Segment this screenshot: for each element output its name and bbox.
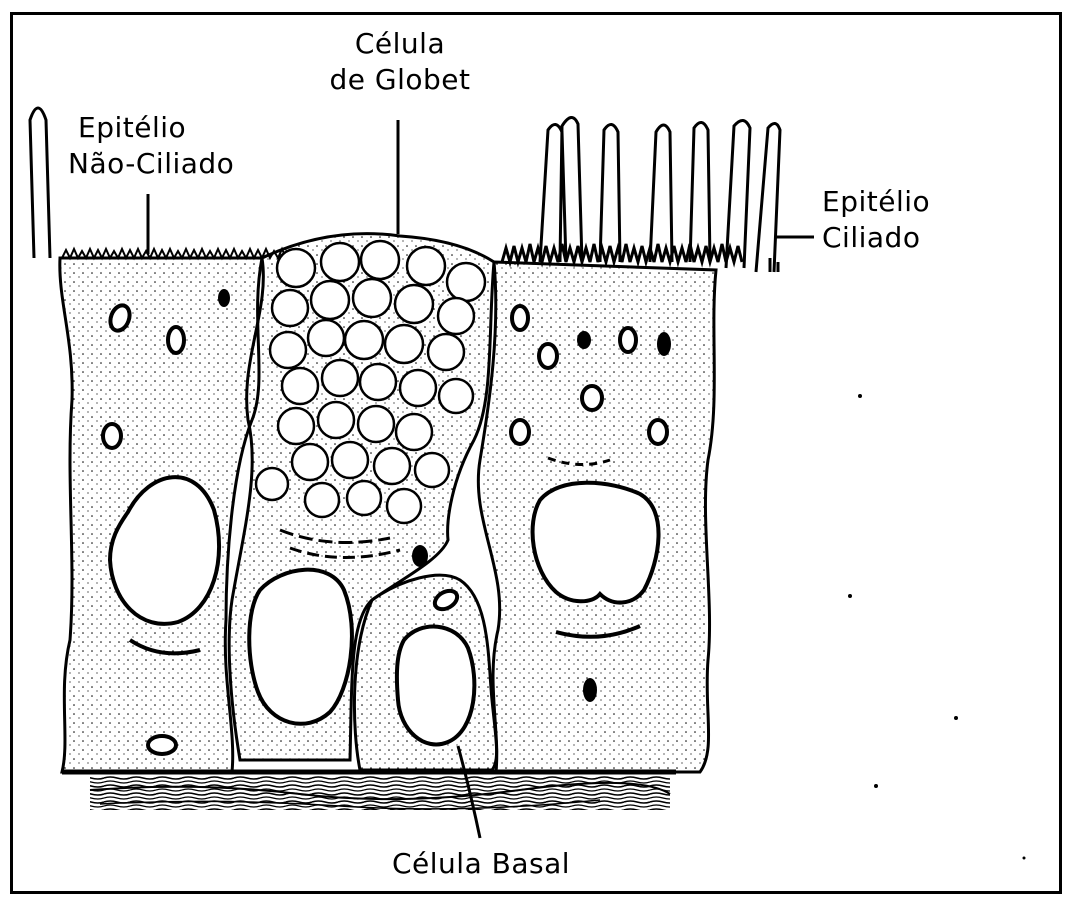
goblet-label-line1: Célula (300, 26, 500, 62)
ciliated-epithelium-label: Epitélio Ciliado (822, 184, 930, 256)
goblet-cell-label: Célula de Globet (300, 26, 500, 98)
basement-membrane (62, 772, 676, 810)
basal-label-text: Célula Basal (392, 847, 570, 880)
ciliated-label-line2: Ciliado (822, 220, 930, 256)
nonciliated-label-line2: Não-Ciliado (68, 146, 234, 182)
basal-cell-label: Célula Basal (392, 846, 570, 882)
goblet-label-line2: de Globet (300, 62, 500, 98)
speckles (848, 394, 1026, 860)
nonciliated-epithelium-label: Epitélio Não-Ciliado (68, 110, 234, 182)
ciliated-cell (478, 262, 716, 772)
cilia (502, 117, 780, 272)
ciliated-label-line1: Epitélio (822, 184, 930, 220)
nonciliated-label-line1: Epitélio (68, 110, 234, 146)
